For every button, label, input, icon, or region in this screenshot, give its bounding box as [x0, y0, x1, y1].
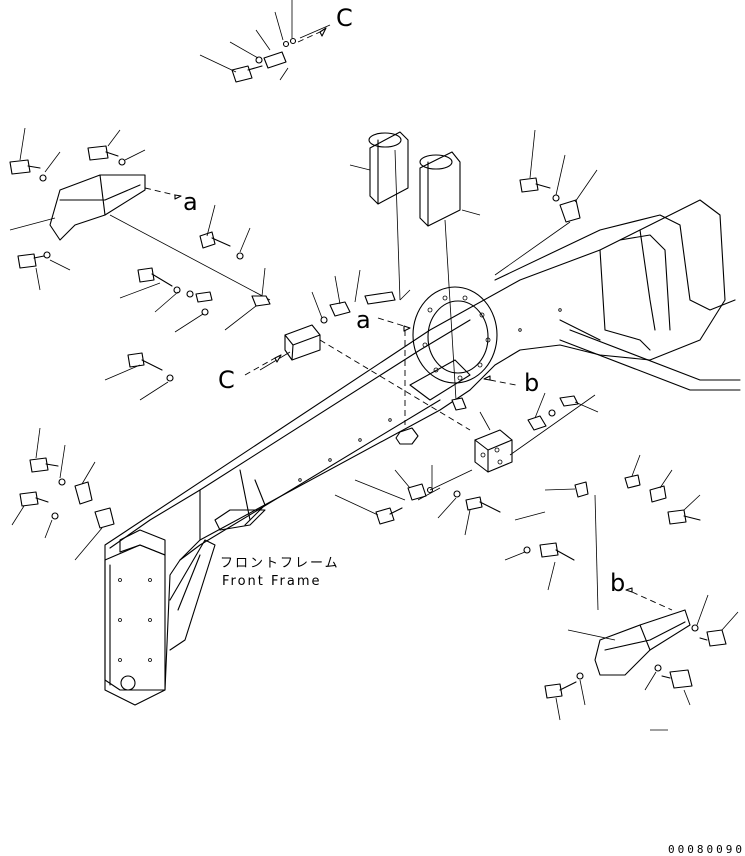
- top-fitting-assembly: [199, 0, 331, 83]
- view-label-c-top: C: [336, 4, 353, 32]
- left-upper-parts: [104, 204, 271, 401]
- arrow-c-top: [297, 27, 327, 43]
- right-upper-bolt: [494, 129, 598, 276]
- caption-en: Front Frame: [222, 574, 322, 589]
- left-cover-assembly: [9, 127, 271, 301]
- front-frame: [104, 199, 741, 706]
- center-lower-parts: [334, 465, 501, 536]
- bushing-left: [349, 131, 409, 301]
- valve-mount-center: [474, 392, 599, 473]
- valve-mount-left: [259, 269, 471, 431]
- arrow-b-center: [483, 375, 517, 386]
- view-label-c-left: C: [218, 366, 235, 394]
- view-label-b-center: b: [524, 369, 540, 397]
- arrow-a-left: [144, 187, 182, 200]
- view-label-a-left: a: [183, 188, 198, 216]
- arrow-c-left: [244, 354, 282, 376]
- bushing-right: [419, 151, 481, 401]
- view-label-b-right: b: [610, 569, 626, 597]
- caption-jp: フロントフレーム: [220, 556, 340, 571]
- arrow-a-center: [377, 317, 411, 332]
- nut-parts: [395, 330, 467, 445]
- left-lower-parts: [11, 427, 115, 561]
- view-label-a-center: a: [356, 306, 371, 334]
- right-lower-bracket: [504, 454, 739, 731]
- arrow-b-right: [625, 587, 673, 611]
- drawing-code: 00080090: [668, 843, 745, 856]
